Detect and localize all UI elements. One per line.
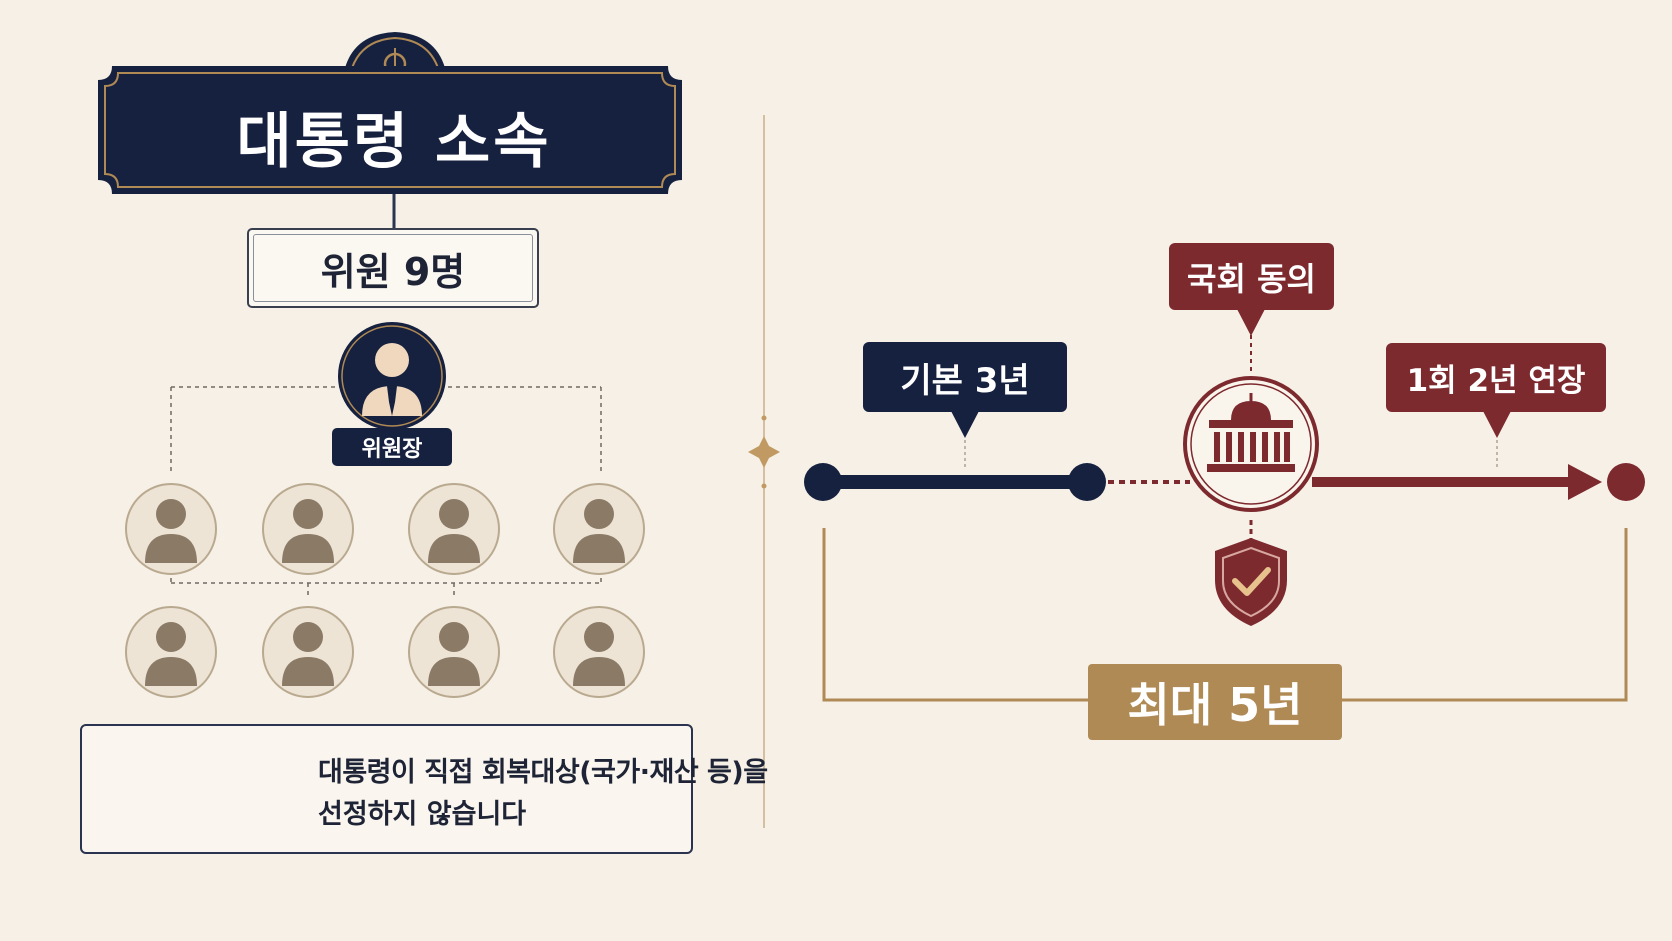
members-count-label: 위원 9명	[320, 249, 466, 294]
member-avatar-icon	[553, 606, 645, 698]
chairperson-label: 위원장	[332, 428, 452, 466]
member-avatar-icon	[408, 483, 500, 575]
member-avatar-icon	[262, 483, 354, 575]
extension-tag: 1회 2년 연장	[1386, 343, 1606, 412]
approval-tag: 국회 동의	[1169, 243, 1334, 310]
note-box: 대통령이 직접 회복대상(국가·재산 등)을 선정하지 않습니다	[80, 724, 768, 854]
member-avatar-icon	[262, 606, 354, 698]
note-line-2: 선정하지 않습니다	[318, 799, 527, 830]
timeline	[804, 335, 1645, 702]
chairperson-avatar-icon	[338, 322, 446, 430]
member-avatars	[125, 483, 645, 698]
parliament-building-icon	[1183, 376, 1319, 512]
maximum-term-box: 최대 5년	[1088, 664, 1342, 740]
member-avatar-icon	[125, 606, 217, 698]
approval-shield-icon	[1215, 538, 1287, 626]
basic-term-tag: 기본 3년	[863, 342, 1067, 412]
members-count-box: 위원 9명	[247, 228, 539, 308]
member-avatar-icon	[125, 483, 217, 575]
title-plaque	[98, 66, 682, 194]
member-avatar-icon	[553, 483, 645, 575]
member-avatar-icon	[408, 606, 500, 698]
panel-divider	[748, 115, 780, 828]
note-line-1: 대통령이 직접 회복대상(국가·재산 등)을	[318, 757, 768, 788]
page-title: 대통령 소속	[236, 106, 552, 177]
